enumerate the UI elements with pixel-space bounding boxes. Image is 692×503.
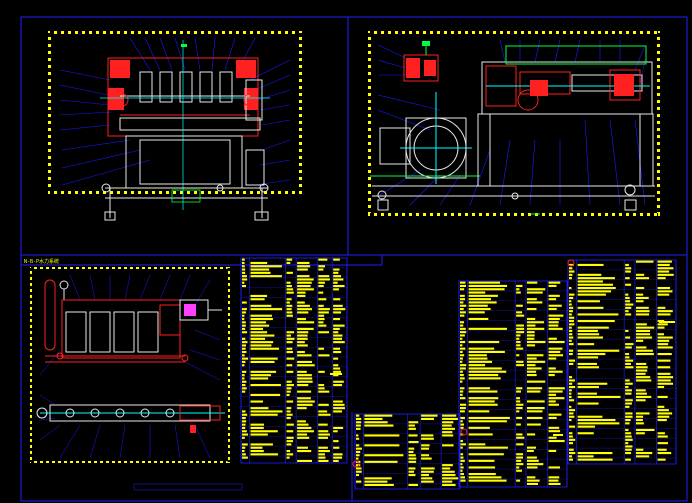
table-marker bbox=[460, 428, 468, 436]
front-view-leader-lines bbox=[59, 37, 291, 186]
hydraulic-section-label-bg bbox=[23, 257, 57, 264]
parts-table-1 bbox=[240, 257, 348, 464]
table-note-mark bbox=[330, 373, 342, 375]
table-note-mark bbox=[553, 434, 563, 436]
side-pump-assembly bbox=[481, 45, 653, 115]
front-green-outline bbox=[171, 189, 201, 203]
front-accent-mark bbox=[181, 44, 187, 47]
hydraulic-leader-lines bbox=[39, 274, 221, 459]
parts-table-3 bbox=[567, 259, 677, 465]
side-base-frame bbox=[372, 113, 655, 211]
table-marker bbox=[352, 460, 360, 468]
table-marker bbox=[567, 259, 575, 267]
title-strip bbox=[133, 483, 243, 491]
front-base-frame bbox=[101, 135, 269, 221]
table-note-mark bbox=[659, 321, 675, 323]
hydraulic-manifold bbox=[45, 299, 222, 363]
front-pump-assembly bbox=[107, 57, 263, 137]
parts-table-2 bbox=[458, 280, 568, 488]
front-view bbox=[48, 31, 302, 221]
hydraulic-section-label: N-B-P水力系统 bbox=[24, 258, 59, 265]
hydraulic-system-view: N-B-P水力系统 bbox=[23, 257, 231, 464]
front-centerline bbox=[100, 40, 270, 210]
side-valve-detail bbox=[403, 41, 439, 82]
hydraulic-plan-view bbox=[36, 404, 225, 433]
parts-list-tables bbox=[133, 257, 677, 491]
side-view bbox=[368, 31, 660, 216]
parts-table-4 bbox=[354, 413, 461, 490]
side-motor bbox=[370, 92, 480, 184]
accumulator-tank bbox=[44, 279, 69, 351]
drawing-frame bbox=[20, 16, 688, 502]
